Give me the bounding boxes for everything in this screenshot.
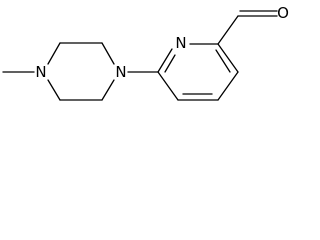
piperazine-n-right-label: N: [115, 63, 126, 81]
pyridine-ring: [157, 43, 239, 101]
aldehyde-o-label: O: [277, 4, 289, 22]
pyridine-bond: [217, 43, 239, 73]
pyridine-bond: [217, 71, 239, 101]
pyridine-bond: [157, 48, 173, 73]
pyridine-double-bond: [164, 54, 176, 73]
piperazine-bond: [101, 79, 115, 101]
piperazine-bond: [47, 79, 61, 101]
pyridine-n-label: N: [175, 34, 186, 52]
piperazine-bond: [101, 42, 115, 65]
aldehyde-c-bond: [217, 15, 239, 45]
pyridine-bond: [157, 71, 179, 101]
pyridine-double-bond: [215, 49, 231, 73]
aldehyde-group: [217, 10, 278, 45]
piperazine-bond: [47, 42, 61, 65]
piperazine-ring: [47, 42, 115, 101]
chemical-structure-diagram: N N N O: [2, 4, 289, 101]
piperazine-n-left-label: N: [35, 63, 46, 81]
